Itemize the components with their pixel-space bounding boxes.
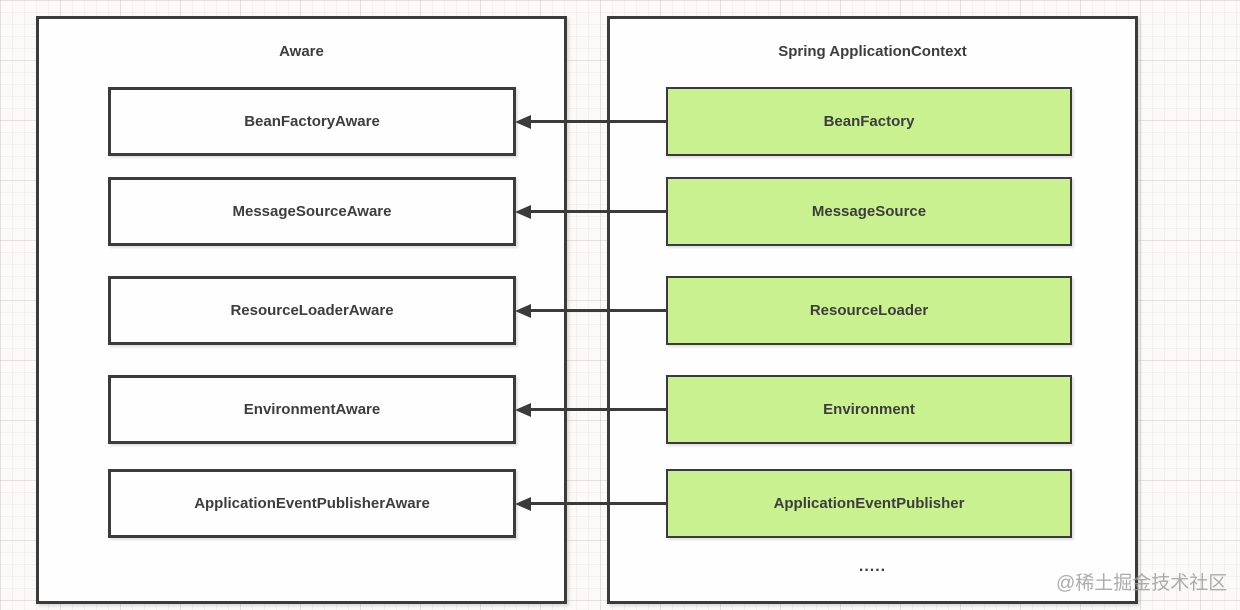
node-environmentaware: EnvironmentAware <box>108 375 516 444</box>
more-items-ellipsis: ..... <box>858 558 887 575</box>
arrow-line-applicationeventpublisher <box>530 502 666 505</box>
arrow-line-resourceloader <box>530 309 666 312</box>
node-label: Environment <box>823 401 915 418</box>
arrow-head-icon <box>515 497 531 511</box>
application-context-panel-title: Spring ApplicationContext <box>778 43 967 60</box>
node-label: BeanFactoryAware <box>244 113 380 130</box>
node-beanfactory: BeanFactory <box>666 87 1072 156</box>
arrow-line-messagesource <box>530 210 666 213</box>
arrow-line-environment <box>530 408 666 411</box>
node-environment: Environment <box>666 375 1072 444</box>
node-label: MessageSourceAware <box>232 203 392 220</box>
watermark: @稀土掘金技术社区 <box>1056 573 1228 594</box>
arrow-head-icon <box>515 403 531 417</box>
node-label: ResourceLoader <box>809 302 929 319</box>
node-label: MessageSource <box>811 203 927 220</box>
node-label: ApplicationEventPublisher <box>773 495 965 512</box>
arrow-head-icon <box>515 304 531 318</box>
node-resourceloader: ResourceLoader <box>666 276 1072 345</box>
node-label: ApplicationEventPublisherAware <box>194 495 430 512</box>
node-label: BeanFactory <box>823 113 915 130</box>
arrow-head-icon <box>515 115 531 129</box>
arrow-head-icon <box>515 205 531 219</box>
node-label: EnvironmentAware <box>243 401 381 418</box>
aware-panel-title: Aware <box>279 43 324 60</box>
arrow-line-beanfactory <box>530 120 666 123</box>
node-messagesourceaware: MessageSourceAware <box>108 177 516 246</box>
node-label: ResourceLoaderAware <box>230 302 394 319</box>
node-messagesource: MessageSource <box>666 177 1072 246</box>
node-resourceloaderaware: ResourceLoaderAware <box>108 276 516 345</box>
node-applicationeventpublisher: ApplicationEventPublisher <box>666 469 1072 538</box>
node-beanfactoryaware: BeanFactoryAware <box>108 87 516 156</box>
node-applicationeventpublisheraware: ApplicationEventPublisherAware <box>108 469 516 538</box>
